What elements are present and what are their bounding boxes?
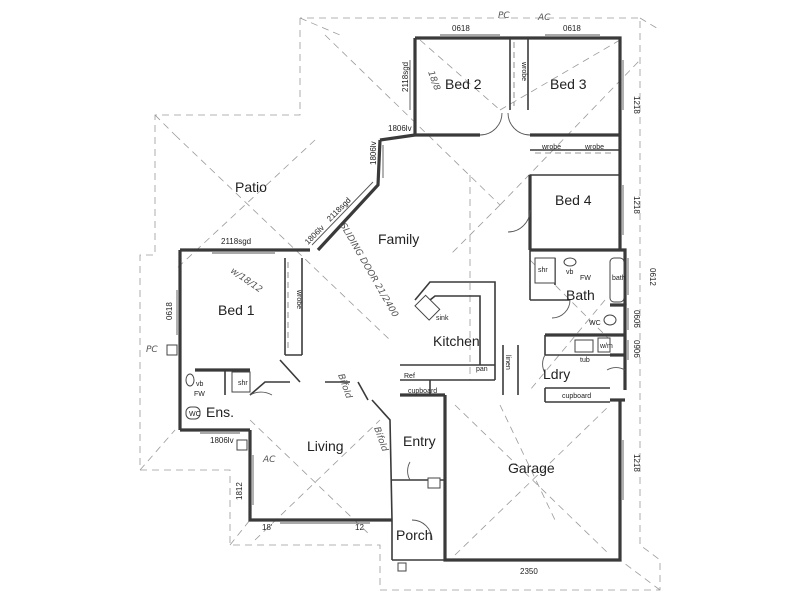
label-pan: pan (476, 366, 488, 373)
room-bath: Bath (566, 287, 595, 303)
ensuite-shower (231, 371, 251, 393)
room-bed4: Bed 4 (555, 192, 592, 208)
label-tub: tub (580, 357, 590, 364)
room-living: Living (307, 438, 344, 454)
label-cupboard-entry: cupboard (408, 388, 437, 395)
label-wm: w/m (599, 343, 613, 350)
windows (176, 34, 629, 524)
kitchen-sink (414, 294, 441, 321)
note-ac-top: AC (537, 13, 551, 23)
basin (563, 257, 577, 267)
dim-garage-right: 1218 (632, 454, 641, 472)
label-wrobe-bed2: wrobe (520, 61, 527, 81)
door-front (411, 519, 433, 541)
dim-bath-right: 0612 (648, 268, 657, 286)
dim-bed4-right: 1218 (632, 196, 641, 214)
room-entry: Entry (403, 433, 436, 449)
dim-living-bottom: 18' (262, 523, 273, 532)
label-bath: bath (612, 275, 626, 282)
room-porch: Porch (396, 527, 433, 543)
ensuite-toilet (185, 406, 201, 420)
dim-top-left: 0618 (452, 24, 470, 33)
door-bed4 (507, 209, 531, 233)
dim-ldry-right: 0906 (632, 340, 641, 358)
label-shr-bath: shr (538, 267, 548, 274)
dim-ens-bottom: 1806lv (210, 436, 234, 445)
dim-garage-bottom: 2350 (520, 567, 538, 576)
dim-bed1-left: 0618 (165, 302, 174, 320)
door-bed1 (249, 391, 273, 396)
fixture-labels: wrobe wrobe wrobe wrobe shr vb FW bath W… (189, 61, 626, 418)
dim-diag-1: 1806lv (369, 141, 378, 165)
label-fw-ens: FW (194, 391, 205, 398)
dim-living-bottom2: 12 (355, 523, 364, 532)
label-sink: sink (436, 315, 449, 322)
door-bed3 (507, 112, 531, 136)
door-ldry-ext (606, 367, 626, 371)
room-bed2: Bed 2 (445, 76, 482, 92)
door-bath (551, 299, 571, 319)
dim-bed1-top: 2118sgd (221, 237, 251, 246)
room-bed3: Bed 3 (550, 76, 587, 92)
label-wrobe-bed3: wrobe (541, 144, 561, 151)
fixtures (166, 42, 625, 572)
roof-outline (139, 17, 661, 591)
dim-top-right: 0618 (563, 24, 581, 33)
label-vb-bath: vb (566, 269, 574, 276)
ensuite-basin (185, 373, 195, 387)
door-entry (407, 461, 411, 481)
note-pc-top: PC (498, 11, 510, 21)
label-wc: WC (589, 320, 601, 327)
label-shr-ens: shr (238, 380, 248, 387)
washing-machine (597, 337, 611, 353)
room-bed1: Bed 1 (218, 302, 255, 318)
laundry-tub (574, 339, 594, 353)
dim-wc-right: 0606 (632, 310, 641, 328)
note-pc-left: PC (146, 345, 158, 355)
porch-column (427, 477, 441, 489)
label-linen: linen (504, 355, 511, 370)
room-ldry: Ldry (543, 366, 570, 382)
bathtub (609, 257, 625, 303)
dim-diag-2: 2118sgd (325, 196, 353, 224)
label-ref: Ref (404, 373, 415, 380)
label-fw-bath: FW (580, 275, 591, 282)
room-family: Family (378, 231, 419, 247)
room-kitchen: Kitchen (433, 333, 480, 349)
pc-unit (166, 344, 178, 356)
ac-unit (236, 439, 248, 451)
dim-bed3-right: 1218 (632, 96, 641, 114)
porch-post (397, 562, 407, 572)
room-garage: Garage (508, 460, 555, 476)
note-bifold-1: Bifold (335, 373, 353, 401)
shower (534, 257, 556, 284)
note-bed2: 18/8 (425, 70, 441, 93)
doors (249, 112, 626, 541)
dim-patio-window: 1806lv (388, 124, 412, 133)
room-patio: Patio (235, 179, 267, 195)
wc-toilet (603, 314, 617, 326)
note-bed1: w/18/12 (228, 266, 264, 295)
dim-bed2-window: 2118sgd (401, 62, 410, 92)
handwritten-annotations: PC AC PC AC 18/8 w/18/12 SLIDING DOOR 21… (146, 11, 551, 465)
note-bifold-2: Bifold (371, 426, 389, 454)
door-ldry (542, 354, 546, 374)
note-ac-living: AC (262, 455, 276, 465)
label-vb-ens: vb (196, 381, 204, 388)
label-wrobe-bed4: wrobe (584, 144, 604, 151)
room-labels: Bed 2 Bed 3 Bed 4 Patio Family Bed 1 Kit… (206, 76, 595, 543)
door-bed2 (479, 112, 503, 136)
exterior-walls (178, 36, 627, 562)
label-wc-ens: WC (189, 411, 201, 418)
room-ens: Ens. (206, 404, 234, 420)
label-cupboard-ldry: cupboard (562, 393, 591, 400)
label-wrobe-bed1: wrobe (295, 289, 302, 309)
dim-living-left: 1812 (235, 482, 244, 500)
